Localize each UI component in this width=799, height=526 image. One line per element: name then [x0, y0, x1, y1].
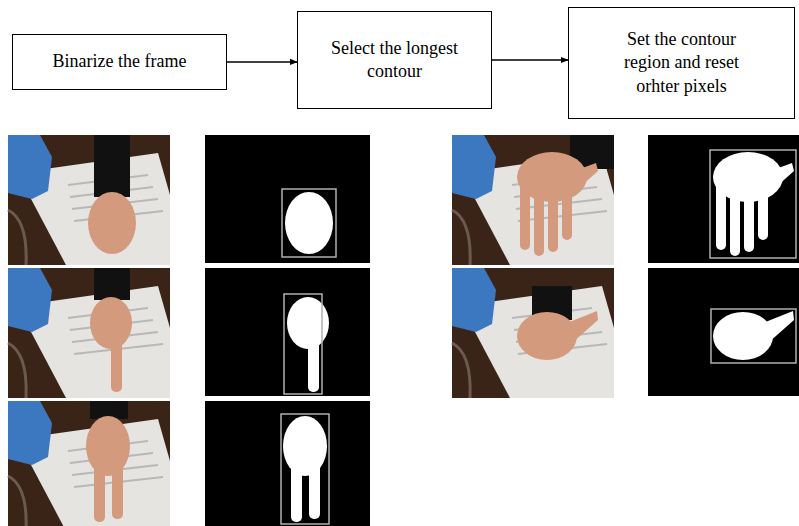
photo-open-hand	[452, 135, 614, 265]
photo-background	[8, 401, 170, 526]
flow-arrow	[492, 59, 568, 61]
flow-arrow	[227, 61, 297, 63]
hand-mask	[713, 152, 794, 256]
hand	[90, 297, 132, 392]
process-box: Binarize the frame	[12, 34, 227, 89]
bounding-box	[711, 309, 796, 363]
photo-thumb	[452, 268, 614, 398]
bounding-box	[710, 150, 796, 258]
photo-background	[8, 268, 170, 398]
mask-background	[205, 135, 370, 263]
mask-background	[205, 268, 370, 396]
mask-background	[205, 401, 370, 526]
photo-one-finger	[8, 268, 170, 398]
photo-two-fingers	[8, 401, 170, 526]
mask-fist	[205, 135, 370, 263]
box-label: Select the longest contour	[330, 37, 459, 84]
mask-two-fingers	[205, 401, 370, 526]
hand-mask	[283, 416, 327, 522]
sleeve	[94, 135, 130, 197]
hand	[517, 311, 598, 360]
mask-one-finger	[205, 268, 370, 396]
process-box: Set the contour region and reset orhter …	[568, 7, 795, 119]
hand	[86, 416, 130, 522]
process-box: Select the longest contour	[297, 11, 492, 110]
box-label: Set the contour region and reset orhter …	[602, 28, 761, 98]
hand-mask	[713, 311, 794, 360]
bounding-box	[281, 414, 329, 524]
photo-fist	[8, 135, 170, 265]
photo-background	[452, 268, 614, 398]
hand	[517, 152, 598, 256]
mask-background	[648, 135, 799, 263]
sleeve	[94, 268, 130, 300]
bounding-box	[282, 189, 336, 257]
photo-background	[452, 135, 614, 265]
bounding-box	[284, 294, 322, 394]
photo-background	[8, 135, 170, 265]
mask-thumb	[648, 268, 799, 396]
mask-open-hand	[648, 135, 799, 263]
box-label: Binarize the frame	[25, 50, 214, 73]
hand-mask	[285, 192, 333, 254]
hand	[88, 192, 136, 254]
mask-background	[648, 268, 799, 396]
